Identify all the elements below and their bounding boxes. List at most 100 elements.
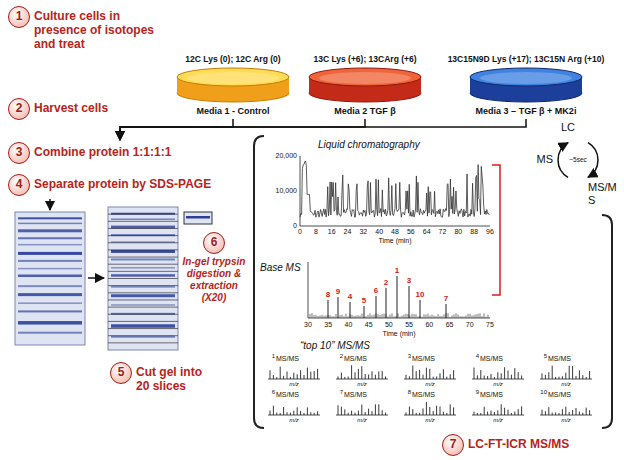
spectrum-peak xyxy=(276,412,277,415)
peak-number: 1 xyxy=(395,266,399,275)
spectrum-peak xyxy=(317,411,318,415)
spectrum-title: MS/MS xyxy=(344,391,367,399)
spectrum-peak xyxy=(297,374,298,379)
gel-band xyxy=(18,332,82,334)
spectrum-noise xyxy=(410,316,411,318)
slice-cut xyxy=(108,249,178,250)
spectrum-peak xyxy=(497,410,498,415)
step-text: Combine protein 1:1:1:1 xyxy=(34,142,171,159)
process-step: 4Separate protein by SDS-PAGE xyxy=(6,172,213,198)
spectrum-peak xyxy=(552,366,553,379)
axis-title: m/z xyxy=(493,417,503,424)
spectrum-peak xyxy=(484,407,485,415)
step-number: 1 xyxy=(8,6,30,28)
slice-cut xyxy=(108,285,178,286)
spectrum-peak xyxy=(310,372,311,379)
slice-cut xyxy=(108,307,178,308)
gel-band xyxy=(111,258,175,260)
spectrum-peak xyxy=(569,412,570,415)
peak-number: 7 xyxy=(444,294,448,303)
peak-number: 10 xyxy=(416,290,425,299)
axis-tick-label: 10,000 xyxy=(276,187,297,195)
spectrum-noise xyxy=(390,315,391,318)
slice-cut xyxy=(108,221,178,222)
spectrum-peak xyxy=(293,373,294,379)
step-number: 7 xyxy=(442,434,464,456)
gel-band xyxy=(186,216,210,219)
spectrum-peak xyxy=(491,374,492,379)
axis-tick-label: 80 xyxy=(454,228,462,236)
spectrum-noise xyxy=(450,317,451,318)
spectrum-peak xyxy=(419,413,420,415)
media-label: Media 1 - Control xyxy=(196,105,269,117)
spectrum-noise xyxy=(456,313,457,318)
axis-tick-label: 64 xyxy=(423,228,431,236)
spectrum-peak xyxy=(280,367,281,379)
spectrum-noise xyxy=(384,314,385,318)
spectrum-noise xyxy=(404,315,405,318)
spectrum-noise xyxy=(418,316,419,318)
spectrum-peak xyxy=(511,375,512,379)
spectrum-noise xyxy=(412,314,413,318)
spectrum-title: MS/MS xyxy=(548,391,571,399)
spectrum-peak xyxy=(386,288,387,318)
spectrum-peak xyxy=(412,366,413,379)
spectrum-peak xyxy=(440,373,441,379)
spectrum-noise xyxy=(344,316,345,318)
flow-connector xyxy=(120,119,233,140)
peak-number: 4 xyxy=(348,292,352,301)
spectrum-peak xyxy=(565,373,566,379)
spectrum-number: 4 xyxy=(476,353,479,360)
spectrum-noise xyxy=(434,316,435,318)
step-text: Cut gel into 20 slices xyxy=(136,362,216,393)
spectrum-peak xyxy=(555,377,556,379)
slice-cut xyxy=(108,299,178,300)
spectrum-peak xyxy=(341,373,342,379)
spectrum-noise xyxy=(398,313,399,318)
spectrum-noise xyxy=(326,315,327,318)
spectrum-number: 10 xyxy=(540,389,547,396)
axis-title: m/z xyxy=(493,381,503,388)
section-title: “top 10” MS/MS xyxy=(300,340,370,352)
spectrum-peak xyxy=(365,412,366,415)
spectrum-noise xyxy=(438,314,439,318)
spectrum-peak xyxy=(582,375,583,379)
axis-title: m/z xyxy=(425,417,435,424)
spectrum-peak xyxy=(518,372,519,379)
spectrum-peak xyxy=(348,413,349,415)
spectrum-peak xyxy=(501,404,502,415)
cycle-arrow xyxy=(588,143,598,178)
spectrum-peak xyxy=(552,413,553,415)
process-step: 5Cut gel into 20 slices xyxy=(108,360,218,395)
spectrum-peak xyxy=(426,368,427,379)
spectrum-peak xyxy=(433,411,434,415)
spectrum-peak xyxy=(589,371,590,379)
spectrum-peak xyxy=(576,376,577,379)
dish-top xyxy=(470,68,582,86)
spectrum-peak xyxy=(518,409,519,415)
spectrum-title: MS/MS xyxy=(344,355,367,363)
spectrum-noise xyxy=(330,315,331,318)
spectrum-peak xyxy=(364,306,365,318)
spectrum-peak xyxy=(504,367,505,379)
spectrum-peak xyxy=(397,276,398,318)
axis-tick-label: 60 xyxy=(425,321,433,329)
spectrum-noise xyxy=(310,314,311,318)
spectrum-peak xyxy=(350,302,351,318)
spectrum-noise xyxy=(472,316,473,318)
spectrum-peak xyxy=(514,412,515,415)
spectrum-noise xyxy=(392,313,393,318)
spectrum-number: 3 xyxy=(408,353,411,360)
gel-band xyxy=(18,217,82,219)
spectrum-peak xyxy=(423,375,424,379)
axis-title: m/z xyxy=(289,381,299,388)
spectrum-noise xyxy=(332,316,333,318)
dish-medium xyxy=(480,72,572,84)
panel-bracket xyxy=(602,215,612,428)
spectrum-noise xyxy=(346,314,347,318)
gel-band xyxy=(111,218,175,220)
media-label: Media 3 – TGF β + MK2i xyxy=(476,105,577,117)
spectrum-noise xyxy=(362,314,363,318)
spectrum-peak xyxy=(365,374,366,379)
slice-cut xyxy=(108,292,178,293)
